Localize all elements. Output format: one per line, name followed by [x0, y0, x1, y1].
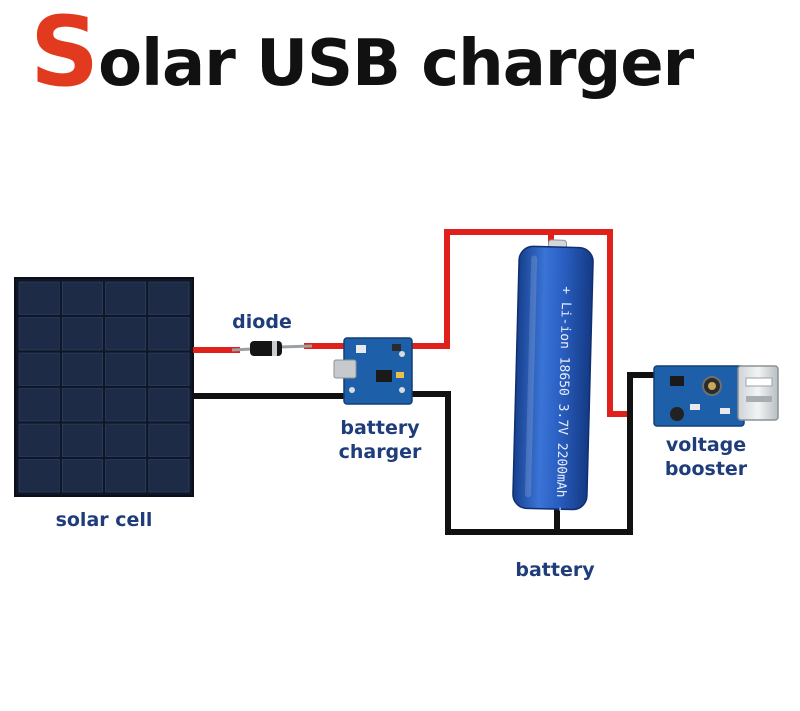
battery-body [512, 245, 594, 511]
charger-smd-1 [356, 345, 366, 353]
charger-pad-2 [399, 351, 405, 357]
label-voltage-booster: voltage booster [651, 433, 761, 481]
battery-cell: + Li-ion 18650 3.7V 2200mAh - [512, 239, 594, 513]
battery-print: + Li-ion 18650 3.7V 2200mAh - [552, 286, 573, 513]
title-rest: olar USB charger [98, 27, 694, 101]
page-title: Solar USB charger [30, 2, 790, 102]
solar-cell-segment [148, 388, 190, 422]
solar-cell-segment [61, 281, 103, 315]
solar-cell-segment [18, 388, 60, 422]
solar-cell-segment [18, 459, 60, 493]
charger-smd-2 [392, 344, 401, 351]
booster-capacitor [670, 407, 684, 421]
label-voltage-booster-line-2: booster [664, 458, 748, 480]
usb-port-tongue [746, 396, 772, 402]
label-battery: battery [515, 559, 595, 581]
booster-smd-2 [720, 408, 730, 414]
solar-cell-segment [61, 459, 103, 493]
usb-port-icon [737, 365, 779, 421]
charger-pad-1 [399, 387, 405, 393]
solar-cell-segment [18, 423, 60, 457]
charger-pad-3 [349, 387, 355, 393]
voltage-booster-board [653, 365, 779, 427]
diode-lead-right [279, 344, 313, 349]
solar-cell-segment [61, 388, 103, 422]
booster-smd-1 [690, 404, 700, 410]
solar-cell-segment [18, 281, 60, 315]
solar-cell-segment [148, 459, 190, 493]
micro-usb-port [333, 359, 357, 379]
wire-negative-rail [405, 372, 654, 535]
solar-cell-segment [61, 423, 103, 457]
solar-cell-segment [105, 352, 147, 386]
charger-smd-3 [396, 372, 404, 378]
booster-ic [670, 376, 684, 386]
label-diode: diode [232, 311, 292, 333]
usb-port-slot [745, 377, 773, 387]
diode-lead-left [231, 347, 253, 352]
solar-panel-cells [18, 281, 190, 493]
label-battery-charger-line-1: battery [340, 417, 420, 439]
solar-cell-segment [105, 317, 147, 351]
wire-positive-rail [410, 229, 632, 417]
wires [193, 229, 654, 535]
solar-cell-segment [148, 352, 190, 386]
label-battery-charger: battery charger [325, 416, 435, 464]
solar-cell-segment [148, 317, 190, 351]
solar-cell-segment [105, 459, 147, 493]
solar-cell-segment [105, 423, 147, 457]
title-first-letter: S [30, 0, 99, 108]
solar-cell-segment [148, 423, 190, 457]
solar-cell-segment [61, 317, 103, 351]
label-solar-cell: solar cell [55, 509, 153, 531]
solar-cell-segment [105, 388, 147, 422]
solar-cell-segment [18, 352, 60, 386]
booster-pcb [653, 365, 745, 427]
diode-component [231, 341, 313, 356]
charger-ic [376, 370, 392, 382]
solar-cell-segment [148, 281, 190, 315]
solar-cell-segment [105, 281, 147, 315]
battery-highlight [524, 255, 538, 498]
label-battery-charger-line-2: charger [338, 441, 422, 463]
booster-inductor-core [708, 382, 716, 390]
solar-cell-segment [61, 352, 103, 386]
battery-charger-board [333, 337, 413, 405]
diode-body [250, 341, 282, 356]
label-voltage-booster-line-1: voltage [665, 434, 747, 456]
solar-cell-segment [18, 317, 60, 351]
solar-panel [14, 277, 194, 497]
diode-band [272, 341, 277, 356]
